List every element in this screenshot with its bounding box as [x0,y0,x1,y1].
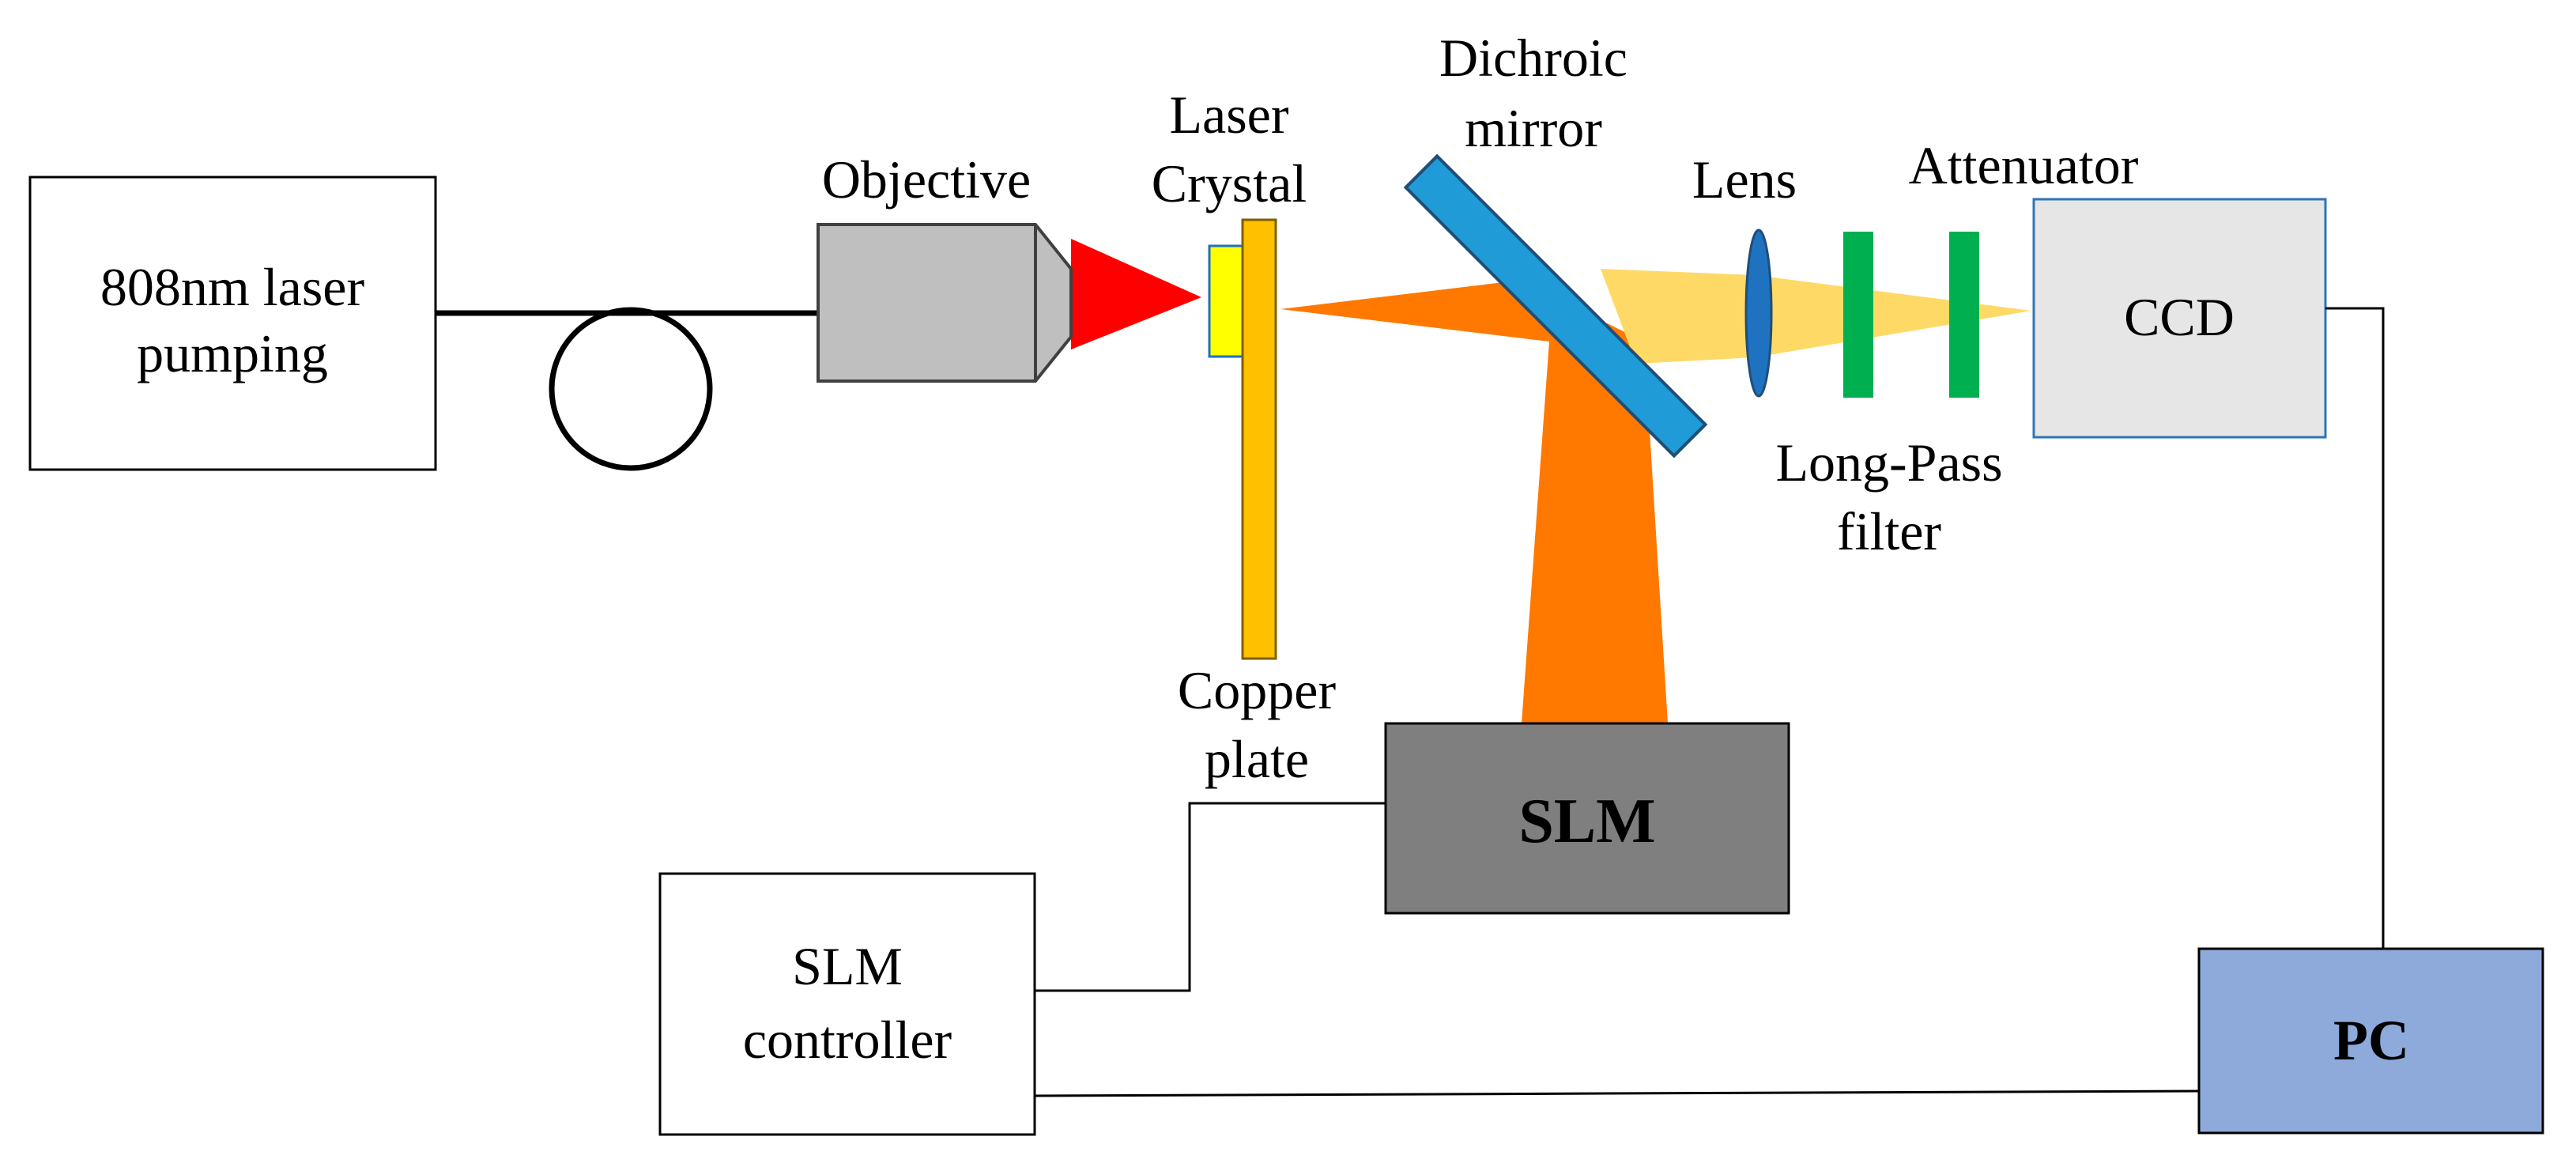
crystal-label-line2: Crystal [1152,153,1307,213]
copper-label-line2: plate [1205,729,1309,789]
copper-plate [1241,218,1277,660]
slm-controller-label-line2: controller [743,1010,952,1070]
slm-device [1384,722,1790,915]
slm-controller-box [658,872,1036,1136]
dichroic-mirror [1403,153,1708,459]
ccd-label: CCD [2124,287,2235,347]
attenuator [1949,232,1979,398]
ccd-camera [2032,198,2327,439]
long-pass-filter [1843,232,1873,398]
fiber-coil [549,307,713,471]
laser-beam [1280,277,1549,342]
pump-beam [1071,239,1201,349]
objective-lens [817,223,1073,383]
pump-label-line2: pumping [137,323,328,383]
dichroic-label-line2: mirror [1465,98,1602,158]
pc-label: PC [2333,1009,2409,1072]
crystal-label-line1: Laser [1169,85,1288,145]
focusing-lens [1744,228,1773,398]
longpass-label-line2: filter [1837,501,1942,561]
pump-label-line1: 808nm laser [100,257,365,317]
copper-label-line1: Copper [1178,660,1337,720]
dichroic-label-line1: Dichroic [1439,28,1627,88]
objective-label: Objective [822,149,1031,210]
pump-laser-box [28,176,437,471]
slm-to-controller-cable [1035,802,1386,992]
output-beam [1601,269,2031,364]
attenuator-label: Attenuator [1909,135,2139,195]
pc-box [2197,947,2544,1135]
laser-crystal [1208,244,1244,358]
slm-label: SLM [1518,787,1655,856]
longpass-label-line1: Long-Pass [1775,432,2002,493]
slm-controller-label-line1: SLM [792,936,903,996]
ccd-to-pc-cable [2325,307,2385,949]
lens-label: Lens [1692,149,1797,210]
controller-to-pc-cable [1034,1089,2200,1097]
